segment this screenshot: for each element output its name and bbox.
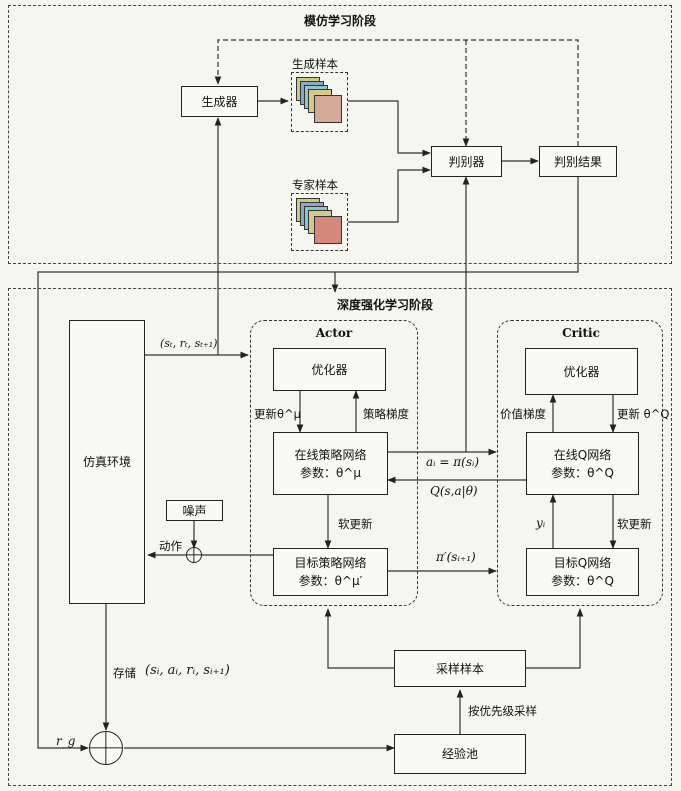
target-policy-net-param: 参数：θ^μ′: [298, 574, 363, 588]
value-gradient-label: 价值梯度: [500, 407, 546, 421]
target-q-net-box: 目标Q网络 参数：θ^Q: [526, 548, 639, 596]
action-label: 动作: [159, 539, 182, 553]
actor-region: [250, 320, 418, 606]
target-policy-net-box: 目标策略网络 参数：θ^μ′: [273, 548, 388, 596]
store-label: 存储: [113, 666, 136, 680]
generator-label: 生成器: [201, 94, 238, 109]
actor-optimizer-label: 优化器: [311, 362, 348, 377]
y-label: yᵢ: [536, 516, 546, 530]
target-q-net-param: 参数：θ^Q: [551, 574, 614, 588]
feedback-to-generator: [214, 39, 579, 146]
actor-title: Actor: [315, 326, 353, 340]
online-policy-net-label: 在线策略网络: [294, 447, 367, 462]
expert-samples-stack: [291, 193, 348, 251]
policy-gradient-label: 策略梯度: [363, 407, 409, 421]
result-label: 判别结果: [553, 154, 602, 169]
critic-optimizer-box: 优化器: [525, 348, 638, 395]
actor-update-label: 更新θ^μ: [254, 407, 301, 421]
experience-pool-label: 经验池: [441, 747, 478, 761]
sample-card: [314, 95, 342, 123]
discriminator-box: 判别器: [431, 146, 502, 177]
sampling-box: 采样样本: [394, 650, 526, 687]
generated-samples-label: 生成样本: [292, 57, 338, 71]
actor-soft-update-label: 软更新: [338, 517, 373, 531]
generator-box: 生成器: [181, 86, 258, 117]
discriminator-label: 判别器: [448, 154, 485, 169]
noise-box: 噪声: [166, 500, 223, 521]
critic-title: Critic: [562, 326, 600, 340]
experience-pool-box: 经验池: [394, 734, 526, 774]
target-policy-net-label: 目标策略网络: [294, 556, 367, 570]
online-q-net-param: 参数：θ^Q: [551, 465, 614, 480]
generated-samples-stack: [291, 72, 348, 132]
critic-update-label: 更新 θ^Q: [617, 407, 670, 421]
sample-card: [314, 216, 342, 244]
noise-label: 噪声: [182, 503, 207, 518]
imitation-learning-title: 模仿学习阶段: [303, 14, 377, 28]
action-equation: aᵢ = π(sᵢ): [426, 455, 480, 469]
result-box: 判别结果: [539, 146, 617, 177]
expert-samples-label: 专家样本: [292, 178, 338, 192]
transition-label: (sₜ, rₜ, sₜ₊₁): [160, 337, 218, 350]
environment-box: 仿真环境: [69, 320, 145, 604]
environment-label: 仿真环境: [82, 455, 131, 469]
store-tuple: (sᵢ, aᵢ, rᵢ, sᵢ₊₁): [145, 663, 230, 678]
imitation-learning-region: [8, 5, 672, 264]
online-policy-net-box: 在线策略网络 参数：θ^μ: [273, 432, 388, 495]
deep-rl-title: 深度强化学习阶段: [336, 298, 434, 312]
reward-sum-node: [89, 731, 123, 765]
rg-label: r_g: [56, 734, 76, 748]
online-policy-net-param: 参数：θ^μ: [299, 465, 362, 480]
actor-optimizer-box: 优化器: [273, 348, 386, 391]
target-q-net-label: 目标Q网络: [553, 556, 612, 570]
critic-region: [497, 320, 663, 606]
target-policy-label: π′(sᵢ₊₁): [436, 550, 476, 564]
priority-sampling-label: 按优先级采样: [468, 704, 537, 718]
online-q-net-label: 在线Q网络: [553, 447, 612, 462]
q-value-label: Q(s,a|θ): [430, 484, 478, 498]
noise-sum-node: [186, 547, 202, 563]
online-q-net-box: 在线Q网络 参数：θ^Q: [526, 432, 639, 495]
critic-soft-update-label: 软更新: [617, 517, 652, 531]
critic-optimizer-label: 优化器: [563, 364, 600, 379]
deep-rl-region: [8, 288, 672, 786]
sampling-label: 采样样本: [435, 661, 484, 676]
